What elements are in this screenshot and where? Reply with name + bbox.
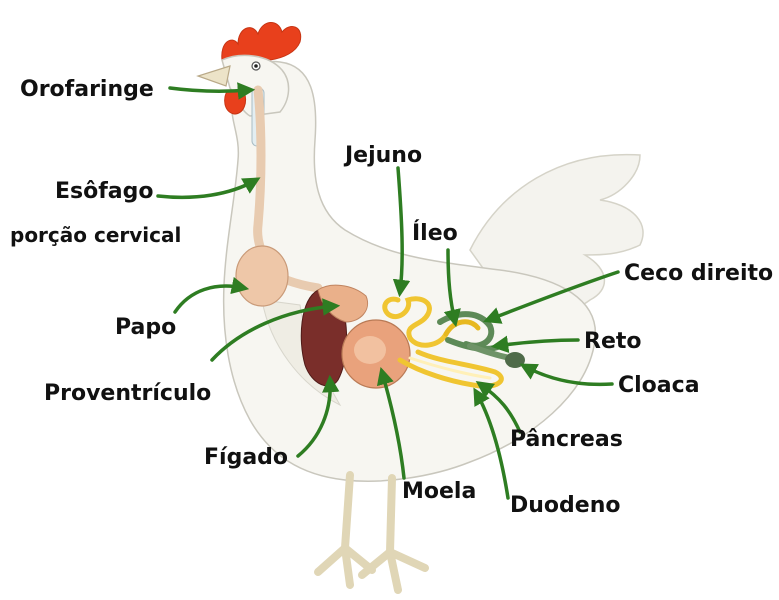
label-ceco-direito: Ceco direito [624,261,773,286]
crop [236,246,288,306]
cloaca [505,352,525,368]
label-reto: Reto [584,329,642,354]
wattle [225,90,246,114]
label-figado: Fígado [204,445,288,470]
label-moela: Moela [402,479,476,504]
beak [198,66,230,86]
label-orofaringe: Orofaringe [20,77,154,102]
label-papo: Papo [115,315,176,340]
label-jejuno: Jejuno [343,143,422,168]
label-esofago: Esôfago [55,179,154,204]
label-esofago-sub: porção cervical [10,223,181,247]
label-cloaca: Cloaca [618,373,700,398]
label-proventriculo: Proventrículo [44,381,211,406]
label-pancreas: Pâncreas [510,427,623,452]
label-duodeno: Duodeno [510,493,620,518]
label-ileo: Íleo [412,220,458,246]
